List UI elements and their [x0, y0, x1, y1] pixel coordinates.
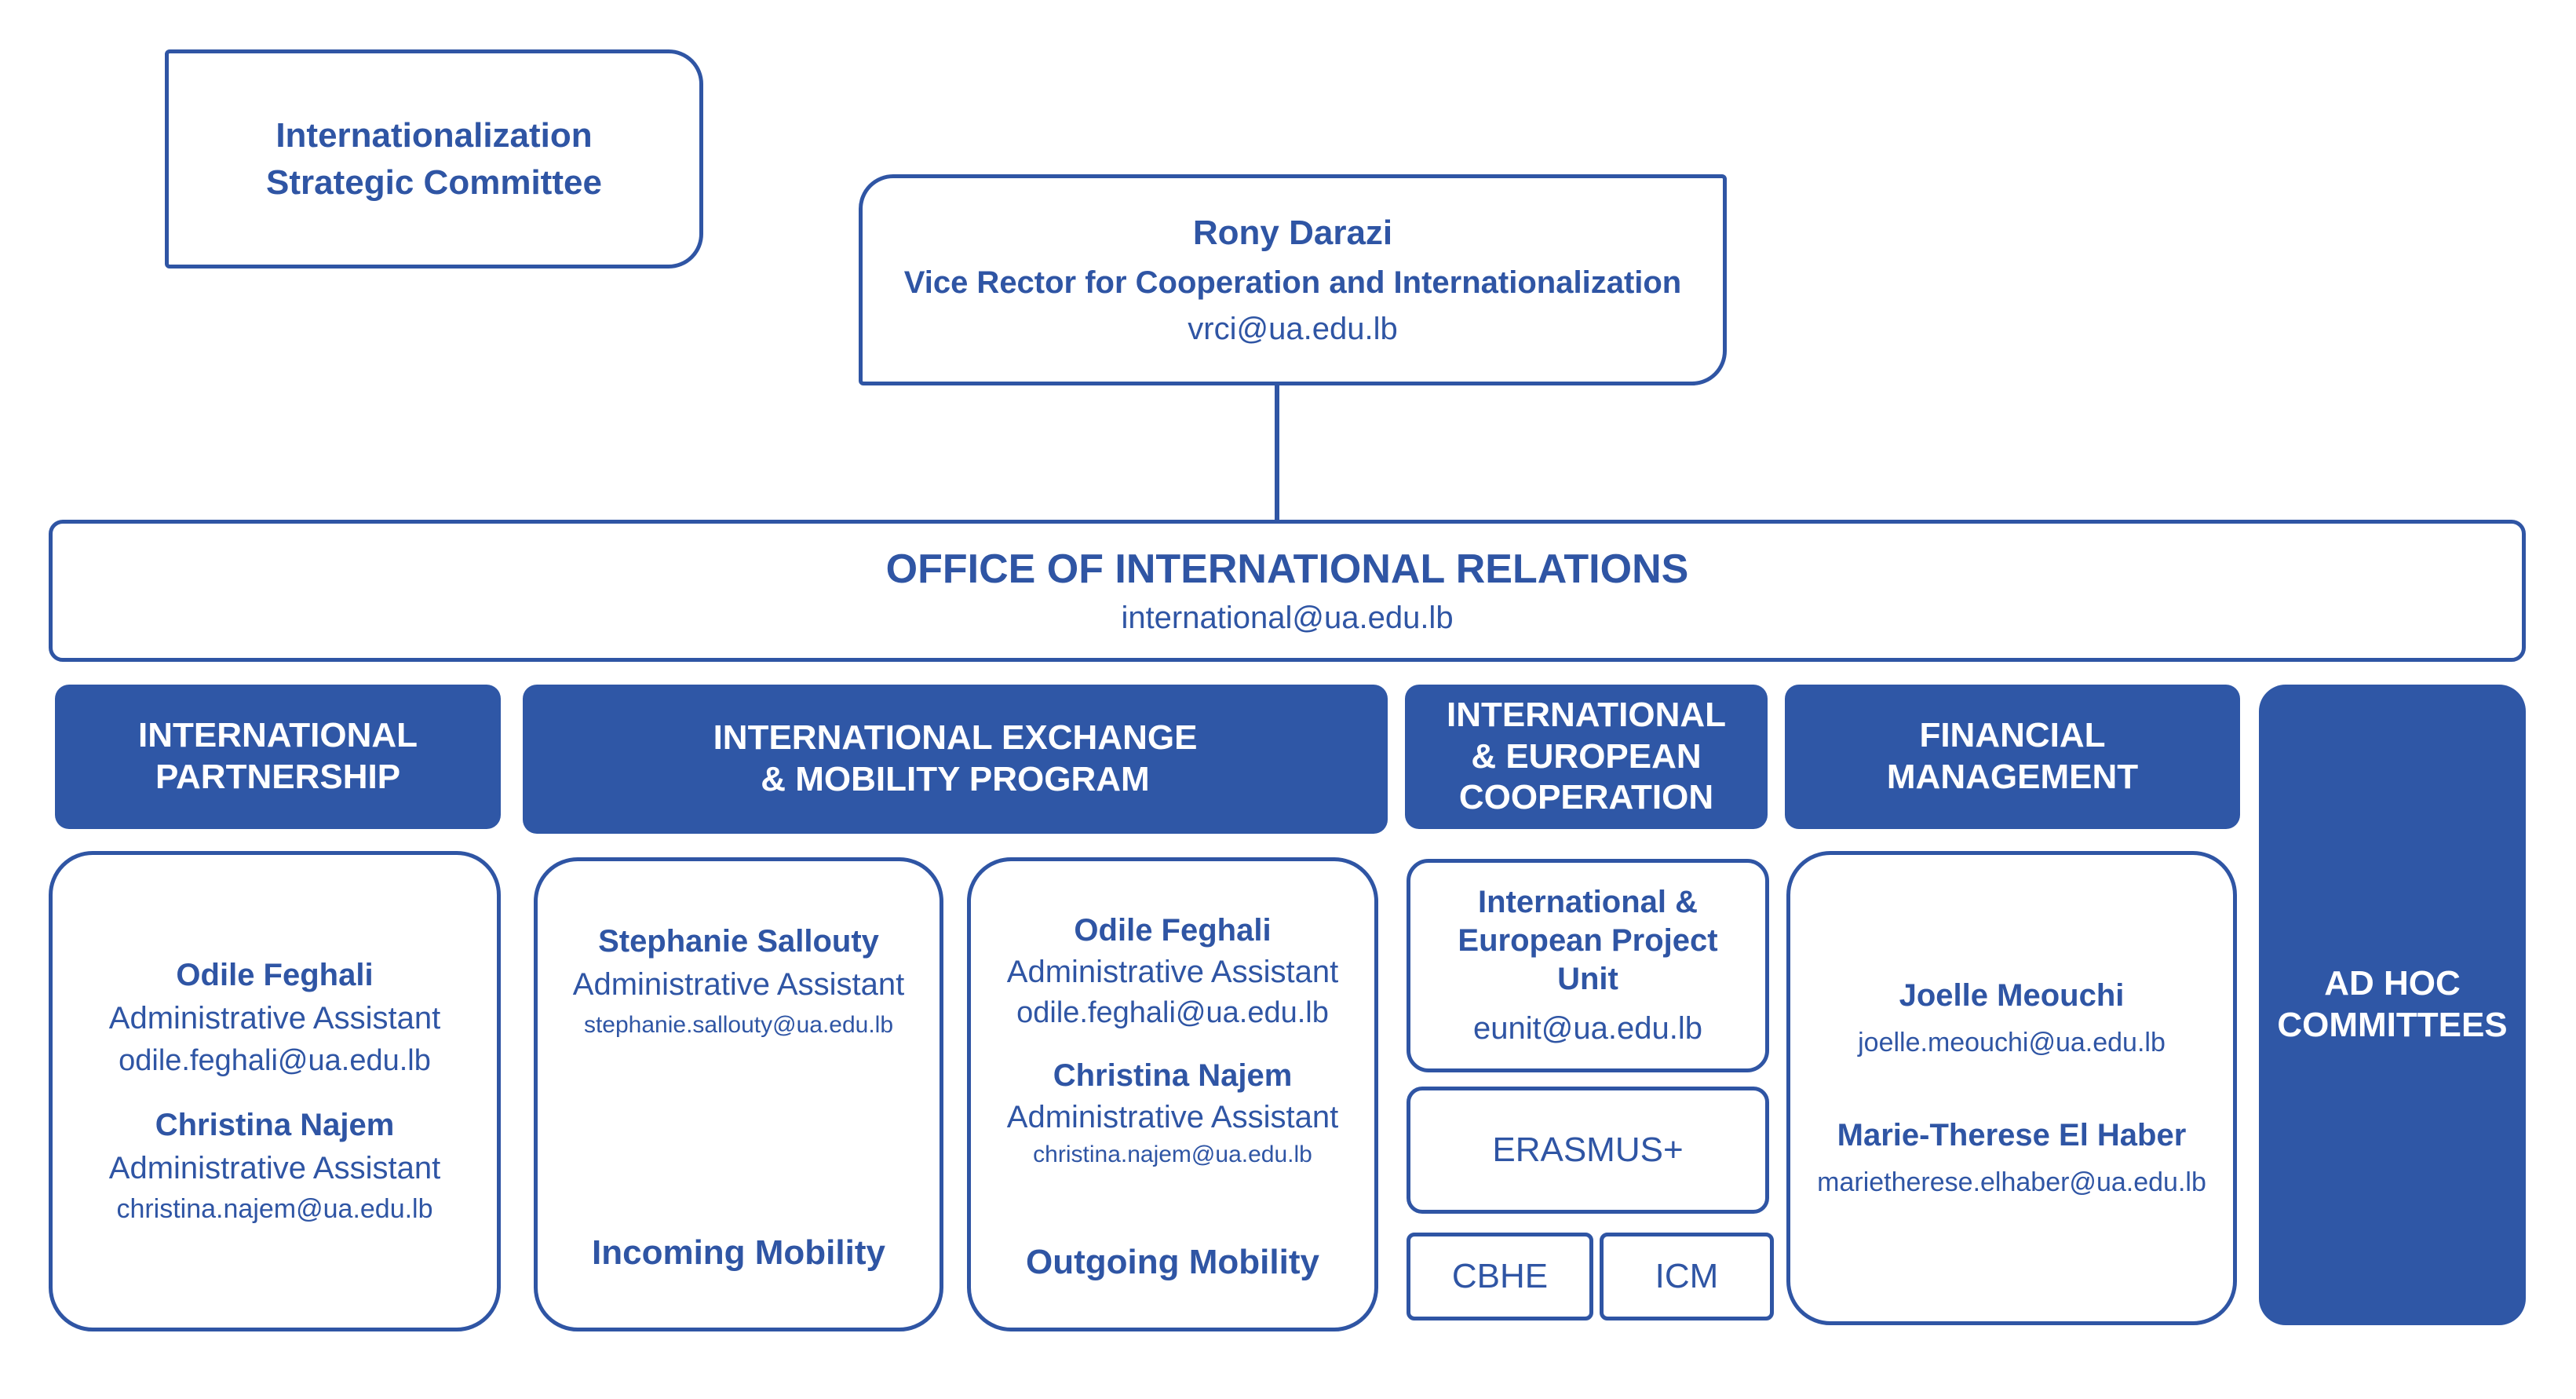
staff-name: Joelle Meouchi [1899, 978, 2125, 1013]
staff-name: Christina Najem [1053, 1058, 1293, 1093]
strategic-committee-box: Internationalization Strategic Committee [165, 49, 703, 268]
office-title: OFFICE OF INTERNATIONAL RELATIONS [885, 546, 1689, 592]
staff-role: Administrative Assistant [108, 1001, 441, 1036]
eunit-line3: Unit [1557, 962, 1618, 996]
eunit-email: eunit@ua.edu.lb [1473, 1011, 1702, 1046]
staff-email: christina.najem@ua.edu.lb [116, 1194, 433, 1224]
staff-email: odile.feghali@ua.edu.lb [119, 1044, 431, 1077]
header-exchange-line1: INTERNATIONAL EXCHANGE [713, 718, 1198, 758]
header-international-partnership: INTERNATIONAL PARTNERSHIP [55, 685, 501, 829]
ad-hoc-committees: AD HOC COMMITTEES [2259, 685, 2526, 1325]
staff-role: Administrative Assistant [572, 967, 905, 1002]
staff-name: Stephanie Sallouty [598, 924, 879, 959]
staff-name: Odile Feghali [1074, 913, 1272, 948]
erasmus-label: ERASMUS+ [1492, 1131, 1684, 1169]
staff-email: marietherese.elhaber@ua.edu.lb [1817, 1167, 2206, 1197]
staff-email: stephanie.sallouty@ua.edu.lb [583, 1012, 894, 1038]
staff-name: Christina Najem [155, 1108, 395, 1142]
incoming-mobility-box: Stephanie Sallouty Administrative Assist… [534, 857, 943, 1331]
eunit-line2: European Project [1458, 923, 1718, 958]
header-financial-line2: MANAGEMENT [1886, 758, 2139, 796]
staff-email: joelle.meouchi@ua.edu.lb [1858, 1028, 2166, 1057]
staff-role: Administrative Assistant [1006, 955, 1339, 989]
vice-rector-title: Vice Rector for Cooperation and Internat… [903, 265, 1682, 300]
header-cooperation-line1: INTERNATIONAL [1446, 695, 1727, 734]
outgoing-mobility-label: Outgoing Mobility [1026, 1243, 1319, 1281]
staff-email: christina.najem@ua.edu.lb [1033, 1141, 1312, 1167]
cbhe-label: CBHE [1451, 1257, 1549, 1295]
vice-rector-box: Rony Darazi Vice Rector for Cooperation … [859, 174, 1727, 385]
eunit-line1: International & [1477, 885, 1698, 919]
office-email: international@ua.edu.lb [1121, 601, 1454, 635]
vice-rector-name: Rony Darazi [1192, 213, 1393, 252]
adhoc-line1: AD HOC [2324, 964, 2461, 1003]
icm-label: ICM [1655, 1257, 1719, 1295]
header-financial-management: FINANCIAL MANAGEMENT [1785, 685, 2240, 829]
header-cooperation-line3: COOPERATION [1458, 778, 1714, 817]
staff-role: Administrative Assistant [108, 1151, 441, 1185]
staff-name: Odile Feghali [176, 958, 374, 992]
erasmus-box: ERASMUS+ [1407, 1087, 1769, 1214]
committee-line1: Internationalization [275, 115, 593, 155]
committee-line2: Strategic Committee [266, 163, 602, 202]
header-cooperation-line2: & EUROPEAN [1471, 736, 1702, 776]
outgoing-mobility-box: Odile Feghali Administrative Assistant o… [967, 857, 1378, 1331]
office-box: OFFICE OF INTERNATIONAL RELATIONS intern… [49, 520, 2526, 662]
icm-box: ICM [1600, 1233, 1774, 1320]
european-project-unit-box: International & European Project Unit eu… [1407, 859, 1769, 1072]
header-partnership-line1: INTERNATIONAL [137, 716, 418, 755]
financial-staff-box: Joelle Meouchi joelle.meouchi@ua.edu.lb … [1786, 851, 2237, 1325]
adhoc-line2: COMMITTEES [2277, 1006, 2508, 1044]
header-partnership-line2: PARTNERSHIP [155, 758, 401, 796]
partnership-staff-box: Odile Feghali Administrative Assistant o… [49, 851, 501, 1331]
connector-line [1275, 382, 1279, 521]
vice-rector-email: vrci@ua.edu.lb [1188, 311, 1398, 346]
incoming-mobility-label: Incoming Mobility [592, 1233, 885, 1272]
cbhe-box: CBHE [1407, 1233, 1593, 1320]
staff-name: Marie-Therese El Haber [1837, 1118, 2187, 1152]
header-financial-line1: FINANCIAL [1919, 716, 2106, 755]
staff-role: Administrative Assistant [1006, 1100, 1339, 1134]
header-exchange-mobility: INTERNATIONAL EXCHANGE & MOBILITY PROGRA… [523, 685, 1388, 834]
header-european-cooperation: INTERNATIONAL & EUROPEAN COOPERATION [1405, 685, 1768, 829]
staff-email: odile.feghali@ua.edu.lb [1016, 996, 1329, 1029]
header-exchange-line2: & MOBILITY PROGRAM [761, 760, 1150, 798]
